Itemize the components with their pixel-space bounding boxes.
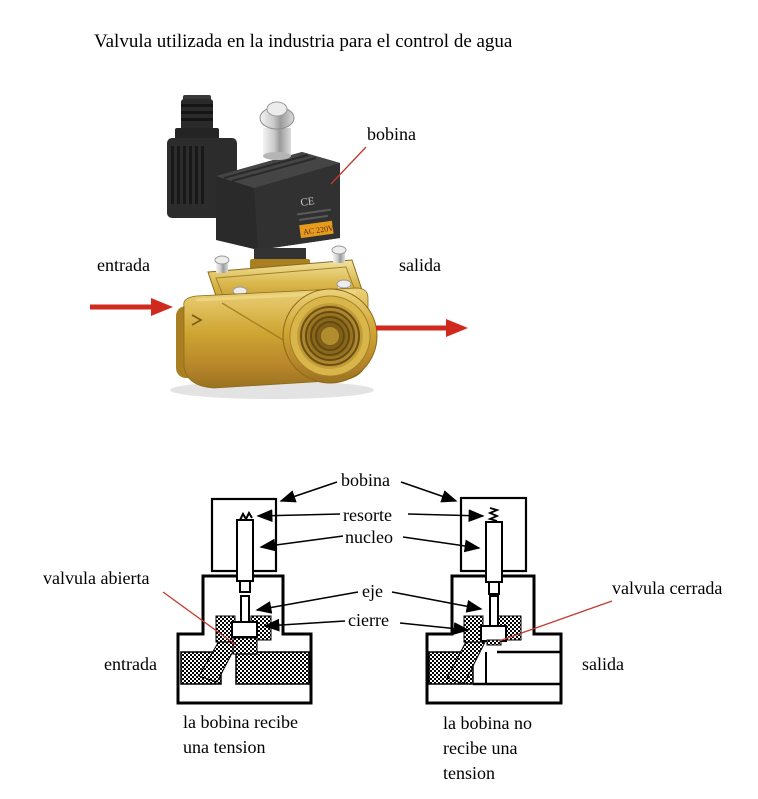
state-pointer-lines: [162, 591, 613, 646]
part-label-arrows: [255, 481, 485, 635]
diagram-label-entrada: entrada: [104, 654, 157, 674]
open-valve-caption: la bobina recibe una tension: [183, 710, 298, 760]
photo-annotations: [90, 146, 468, 337]
part-label-resorte: resorte: [343, 505, 392, 525]
closed-valve-caption: la bobina no recibe una tension: [443, 711, 532, 786]
bobina-pointer-line: [330, 146, 367, 185]
part-label-eje: eje: [362, 581, 383, 601]
part-label-cierre: cierre: [348, 610, 389, 630]
resorte-arrow-left: [256, 509, 341, 523]
caption-line: una tension: [183, 737, 266, 757]
state-label-valvula-cerrada: valvula cerrada: [612, 578, 723, 598]
water-outlet-hatch: [235, 651, 310, 685]
bobina-arrow-right: [400, 481, 458, 503]
valve-neck: [254, 248, 306, 262]
open-valve-schematic: [176, 497, 313, 705]
spring: [487, 507, 500, 522]
valve-brass-body: [176, 287, 378, 389]
eje-arrow-right: [391, 591, 483, 613]
flow-direction-stamp: [191, 314, 203, 326]
page-title: Valvula utilizada en la industria para e…: [94, 31, 513, 52]
part-label-bobina: bobina: [341, 470, 390, 490]
photo-label-salida: salida: [399, 255, 441, 275]
valve-photo-illustration: CE AC 220V: [90, 95, 468, 399]
plunger-core: [236, 519, 254, 582]
seal-contact-hatch: [486, 639, 502, 646]
seal-foot: [231, 621, 258, 638]
coil-ce-marking: CE: [300, 195, 316, 209]
valvula-abierta-pointer: [162, 591, 237, 646]
part-label-nucleo: nucleo: [345, 527, 393, 547]
svg-text:AC 220V: AC 220V: [303, 224, 335, 237]
seal-foot: [480, 625, 507, 642]
photo-label-entrada: entrada: [97, 255, 150, 275]
coil-top-nut: [259, 101, 295, 160]
seat-center-hatch: [232, 637, 258, 655]
closed-valve-schematic: [425, 496, 563, 705]
state-label-valvula-abierta: valvula abierta: [43, 568, 150, 588]
eje-arrow-left: [255, 591, 359, 614]
plunger-step: [239, 580, 251, 593]
coil-housing: CE AC 220V: [216, 152, 340, 250]
caption-line: la bobina no: [443, 713, 532, 733]
nucleo-arrow-right: [402, 536, 481, 553]
caption-line: la bobina recibe: [183, 712, 298, 732]
plunger-core: [485, 521, 503, 583]
caption-line: recibe una: [443, 738, 518, 758]
coil-voltage-sticker: AC 220V: [299, 220, 335, 239]
cierre-arrow-right: [399, 622, 470, 635]
photo-label-bobina: bobina: [367, 124, 416, 144]
shaft: [240, 595, 250, 623]
resorte-arrow-right: [407, 509, 485, 523]
nucleo-arrow-left: [259, 535, 344, 552]
plunger-step: [488, 581, 500, 595]
outlet-flow-arrow: [376, 319, 468, 337]
shaft: [489, 595, 499, 627]
bobina-arrow-left: [279, 481, 338, 503]
valvula-cerrada-pointer: [498, 600, 613, 642]
diagram-label-salida: salida: [582, 654, 624, 674]
inlet-flow-arrow: [90, 298, 173, 316]
caption-line: tension: [443, 763, 495, 783]
cierre-arrow-left: [263, 618, 346, 632]
